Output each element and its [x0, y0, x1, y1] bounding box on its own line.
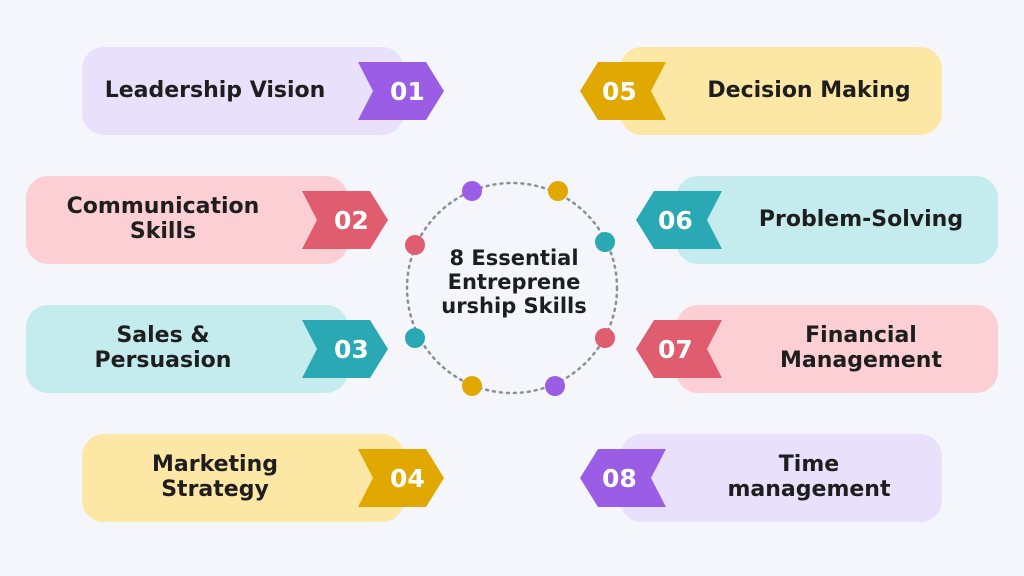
skill-number-08: 08: [602, 463, 637, 493]
badge-arrow-shape: [358, 449, 444, 507]
skill-card-04: Marketing Strategy: [82, 434, 404, 522]
skill-label-08: Time management: [727, 452, 891, 502]
skill-label-07: Financial Management: [780, 323, 942, 373]
badge-arrow-shape: [302, 191, 388, 249]
skill-label-05: Decision Making: [707, 77, 911, 103]
badge-arrow-shape: [636, 191, 722, 249]
skill-number-07: 07: [658, 334, 693, 364]
skill-number-badge-02: 02: [302, 191, 388, 249]
ring-dot-gold-top: [548, 181, 568, 201]
skill-number-badge-07: 07: [636, 320, 722, 378]
skill-label-03: Sales & Persuasion: [94, 323, 232, 373]
center-dotted-ring: [405, 181, 619, 395]
skill-number-01: 01: [390, 76, 425, 106]
skill-number-badge-01: 01: [358, 62, 444, 120]
skill-card-07: Financial Management: [676, 305, 998, 393]
badge-arrow-shape: [580, 62, 666, 120]
ring-dot-purple-top: [462, 181, 482, 201]
skill-card-05: Decision Making: [620, 47, 942, 135]
skill-label-01: Leadership Vision: [104, 77, 326, 103]
skill-label-06: Problem-Solving: [758, 206, 964, 232]
skill-card-08: Time management: [620, 434, 942, 522]
ring-dot-purple-bottom: [545, 376, 565, 396]
diagram-title: 8 Essential Entreprene urship Skills: [441, 246, 587, 319]
skill-number-06: 06: [658, 205, 693, 235]
skill-label-02: Communication Skills: [66, 194, 260, 244]
badge-arrow-shape: [358, 62, 444, 120]
skill-card-03: Sales & Persuasion: [26, 305, 348, 393]
badge-arrow-shape: [580, 449, 666, 507]
ring-dot-red-left: [405, 235, 425, 255]
skill-number-05: 05: [602, 76, 637, 106]
skill-number-02: 02: [334, 205, 369, 235]
skill-card-02: Communication Skills: [26, 176, 348, 264]
skill-card-06: Problem-Solving: [676, 176, 998, 264]
skill-card-01: Leadership Vision: [82, 47, 404, 135]
ring-dot-gold-bottom: [462, 376, 482, 396]
skill-number-04: 04: [390, 463, 425, 493]
skill-number-03: 03: [334, 334, 369, 364]
skill-number-badge-08: 08: [580, 449, 666, 507]
badge-arrow-shape: [636, 320, 722, 378]
skill-number-badge-04: 04: [358, 449, 444, 507]
skill-label-04: Marketing Strategy: [151, 452, 279, 502]
skill-number-badge-03: 03: [302, 320, 388, 378]
ring-dot-teal-right: [595, 232, 615, 252]
skill-number-badge-06: 06: [636, 191, 722, 249]
skill-number-badge-05: 05: [580, 62, 666, 120]
ring-dot-teal-left: [405, 328, 425, 348]
badge-arrow-shape: [302, 320, 388, 378]
ring-dot-red-right: [595, 328, 615, 348]
